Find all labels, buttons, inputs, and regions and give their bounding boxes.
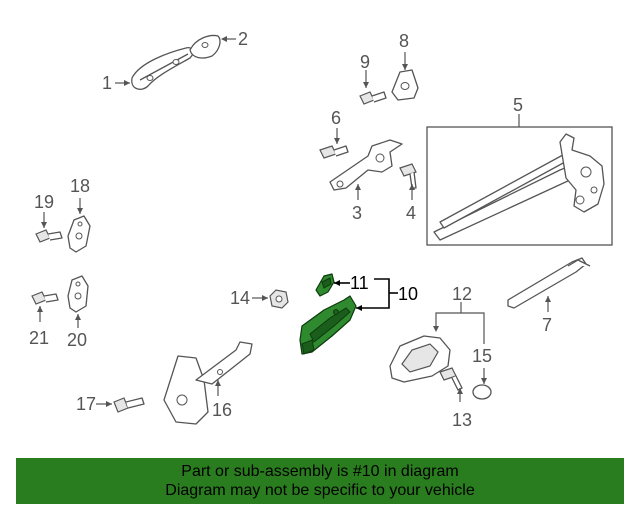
- callout-17: 17: [76, 394, 96, 414]
- banner-line-1: Part or sub-assembly is #10 in diagram: [181, 463, 459, 480]
- part-15-plug[interactable]: [472, 384, 492, 400]
- arrow-12: [433, 326, 439, 332]
- part-2-handle-cap[interactable]: [189, 34, 221, 59]
- arrow-3: [355, 184, 361, 190]
- callout-1: 1: [102, 73, 112, 93]
- part-18-hinge-bracket[interactable]: [67, 215, 91, 253]
- callout-20: 20: [67, 330, 87, 350]
- part-11-clip[interactable]: [315, 273, 335, 297]
- arrow-4: [409, 184, 415, 190]
- arrow-14: [262, 295, 268, 301]
- callout-3: 3: [352, 203, 362, 223]
- callout-5: 5: [513, 95, 523, 115]
- arrow-20: [75, 314, 81, 320]
- part-1-outside-handle[interactable]: [131, 46, 194, 90]
- callout-16: 16: [212, 400, 232, 420]
- arrow-18: [77, 208, 83, 214]
- arrow-8: [402, 64, 408, 70]
- part-5-latch-assembly[interactable]: [433, 133, 605, 241]
- part-6-bolt[interactable]: [319, 145, 349, 159]
- arrow-19: [41, 222, 47, 228]
- banner-line-2: Diagram may not be specific to your vehi…: [165, 482, 475, 499]
- callout-13: 13: [452, 410, 472, 430]
- part-19-bolt[interactable]: [35, 229, 63, 243]
- arrow-6: [334, 138, 340, 144]
- arrow-2: [221, 36, 227, 42]
- callout-14: 14: [230, 288, 250, 308]
- callout-19: 19: [34, 192, 54, 212]
- part-7-rod[interactable]: [507, 257, 591, 309]
- callout-15: 15: [472, 346, 492, 366]
- arrow-13: [457, 388, 463, 394]
- callout-4: 4: [406, 203, 416, 223]
- callout-21: 21: [29, 328, 49, 348]
- callout-9: 9: [360, 52, 370, 72]
- part-4-screw[interactable]: [399, 163, 417, 189]
- part-3-link-rod[interactable]: [329, 139, 403, 191]
- callout-11: 11: [350, 273, 369, 293]
- part-8-bracket[interactable]: [391, 69, 419, 101]
- info-banner: Part or sub-assembly is #10 in diagram D…: [16, 458, 624, 504]
- part-20-hinge-bracket[interactable]: [67, 275, 89, 313]
- callout-6: 6: [331, 108, 341, 128]
- part-17-bolt[interactable]: [113, 397, 145, 413]
- part-10-inside-handle[interactable]: [299, 295, 357, 355]
- part-14-nut[interactable]: [269, 289, 289, 309]
- part-13-screw[interactable]: [439, 367, 463, 391]
- callout-10: 10: [398, 284, 418, 304]
- arrow-1: [124, 80, 130, 86]
- part-16-door-check[interactable]: [163, 341, 253, 425]
- callout-2: 2: [238, 29, 248, 49]
- arrow-15: [481, 378, 487, 384]
- arrow-21: [37, 306, 43, 312]
- callout-8: 8: [399, 31, 409, 51]
- callout-7: 7: [542, 315, 552, 335]
- leader-12: [435, 312, 485, 344]
- callout-18: 18: [70, 176, 90, 196]
- arrow-7: [545, 296, 551, 302]
- callout-12: 12: [452, 284, 472, 304]
- arrow-16: [215, 380, 221, 386]
- arrow-9: [363, 82, 369, 88]
- arrow-17: [106, 401, 112, 407]
- arrow-10: [356, 305, 362, 311]
- part-21-bolt[interactable]: [31, 291, 59, 305]
- part-9-bolt[interactable]: [359, 91, 387, 105]
- part-12-bezel[interactable]: [389, 335, 451, 383]
- arrow-11: [334, 280, 340, 286]
